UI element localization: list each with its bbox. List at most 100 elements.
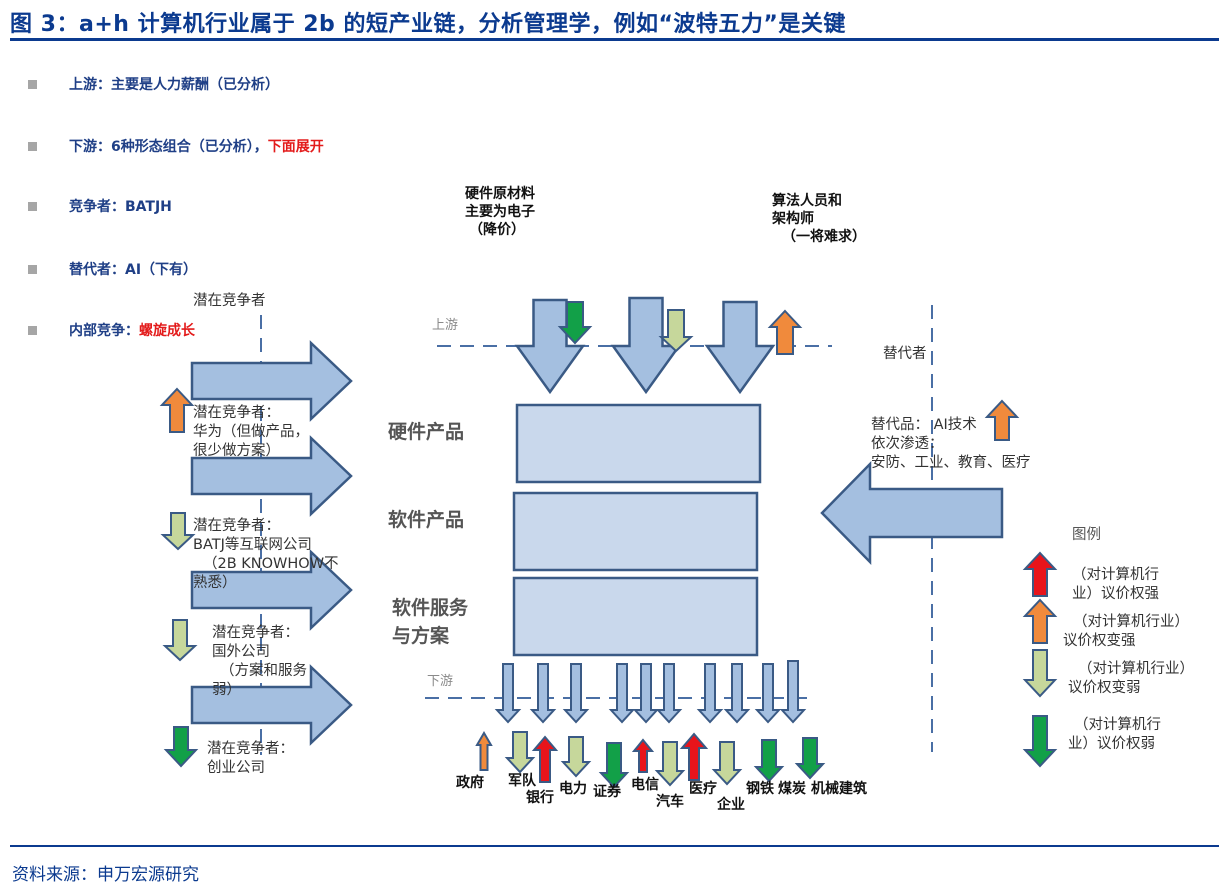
bullet-label: 替代者：AI（下有）: [69, 262, 198, 278]
customer-flow-arrow: [723, 663, 751, 724]
legend-item-weak: （对计算机行 业）议价权弱: [1068, 716, 1161, 754]
title-divider: [10, 38, 1219, 41]
legend-line: （对计算机行业）: [1078, 661, 1194, 677]
power-arrow-weak: [598, 742, 630, 789]
upstream-stage-label: 上游: [432, 318, 459, 333]
legend-line: 议价权变强: [1063, 633, 1136, 649]
bullet-label: 竞争者：BATJH: [69, 199, 172, 215]
competitor-line: 潜在竞争者：: [212, 625, 299, 641]
bullet-square-icon: [28, 201, 37, 211]
power-arrow-weak: [753, 739, 785, 783]
customer-label: 证券: [593, 784, 621, 800]
substitute-line: 依次渗透：: [871, 436, 944, 452]
competitor-line: 华为（但做产品，: [193, 424, 309, 440]
supplier-talent-label: 算法人员和 架构师 （一将难求）: [772, 192, 866, 246]
supplier-line: 算法人员和: [772, 193, 842, 209]
supplier-hardware-label: 硬件原材料 主要为电子 （降价）: [465, 185, 535, 239]
power-arrow-weak: [163, 726, 199, 768]
customer-flow-arrow: [632, 663, 660, 724]
competitor-line: BATJ等互联网公司: [193, 537, 312, 553]
layer-label-line: 与方案: [392, 625, 450, 647]
bullet-label: 下游：6种形态组合（已分析），: [69, 139, 268, 155]
customer-flow-arrow: [608, 663, 636, 724]
layer-label-hardware: 硬件产品: [388, 421, 465, 443]
substitute-ai-label: 替代品： AI技术 依次渗透： 安防、工业、教育、医疗: [871, 416, 1031, 473]
competitor-line: 潜在竞争者：: [193, 518, 280, 534]
bullet-label: 上游：主要是人力薪酬（已分析）: [69, 77, 279, 93]
bullet-competitors: 竞争者：BATJH: [28, 196, 172, 216]
bullet-square-icon: [28, 141, 37, 151]
customer-label: 电信: [631, 777, 659, 793]
supplier-flow-arrow: [704, 300, 776, 395]
customer-flow-arrow: [655, 663, 683, 724]
bullet-highlight: 下面展开: [267, 139, 324, 155]
legend-line: 业）议价权强: [1072, 586, 1159, 602]
legend-arrow-becoming_stronger: [1022, 598, 1058, 644]
substitute-threat-arrow: [820, 460, 1004, 566]
substitute-line: 替代品： AI技术: [871, 417, 977, 433]
power-arrow-becoming_weaker: [504, 731, 536, 774]
bullet-square-icon: [28, 325, 37, 335]
competitor-line: 创业公司: [207, 760, 265, 776]
customer-flow-arrow: [779, 660, 807, 724]
layer-box-services: [512, 576, 759, 657]
customer-label: 钢铁: [746, 781, 774, 797]
legend-arrow-weak: [1022, 715, 1058, 768]
layer-label-services: 软件服务 与方案: [392, 594, 468, 650]
customer-label: 政府: [456, 775, 484, 791]
customer-flow-arrow: [529, 663, 557, 724]
competitor-line: （2B KNOWHOW不: [203, 556, 339, 572]
figure-title: 图 3：a+h 计算机行业属于 2b 的短产业链，分析管理学，例如“波特五力”是…: [10, 12, 846, 37]
power-arrow-becoming_stronger: [984, 399, 1020, 441]
competitor-startups: 潜在竞争者： 创业公司: [207, 740, 294, 778]
power-arrow-becoming_weaker: [654, 741, 686, 787]
customer-label: 银行: [526, 790, 554, 806]
bullet-downstream: 下游：6种形态组合（已分析），下面展开: [28, 136, 324, 156]
legend-item-becoming-stronger: （对计算机行业） 议价权变强: [1063, 613, 1189, 651]
bullet-highlight: 螺旋成长: [139, 323, 195, 339]
customer-label: 军队: [508, 773, 536, 789]
source-divider: [10, 845, 1219, 847]
bullet-substitutes: 替代者：AI（下有）: [28, 259, 197, 279]
power-arrow-becoming_stronger: [475, 731, 493, 771]
bullet-internal-competition: 内部竞争：螺旋成长: [28, 320, 195, 340]
power-arrow-strong: [679, 732, 709, 781]
supplier-flow-arrow: [610, 296, 682, 395]
legend-line: 业）议价权弱: [1068, 736, 1155, 752]
competitor-line: 国外公司: [212, 644, 270, 660]
legend-arrow-strong: [1022, 551, 1058, 597]
layer-label-software: 软件产品: [388, 509, 465, 531]
legend-item-becoming-weaker: （对计算机行业） 议价权变弱: [1068, 660, 1194, 698]
competitor-line: 很少做方案）: [193, 443, 280, 459]
power-arrow-becoming_stronger: [159, 387, 195, 433]
power-arrow-becoming_weaker: [711, 741, 743, 786]
customer-label: 电力: [559, 781, 587, 797]
supplier-line: 主要为电子: [465, 204, 535, 220]
power-arrow-becoming_weaker: [162, 619, 198, 662]
source-note: 资料来源：申万宏源研究: [12, 865, 199, 885]
competitor-entry-arrow: [190, 549, 353, 631]
bullet-square-icon: [28, 79, 37, 89]
layer-box-hardware: [515, 403, 762, 484]
competitor-entry-arrow: [190, 435, 353, 517]
competitor-foreign: 潜在竞争者： 国外公司 （方案和服务 弱）: [212, 624, 307, 700]
legend-line: （对计算机行: [1074, 717, 1161, 733]
power-arrow-becoming_weaker: [560, 736, 592, 778]
power-arrow-weak: [794, 737, 826, 780]
supplier-line: 硬件原材料: [465, 186, 535, 202]
customer-label: 企业: [717, 797, 745, 813]
layer-box-software: [512, 491, 759, 572]
power-arrow-becoming_weaker: [658, 309, 694, 353]
customer-label: 机械建筑: [811, 781, 867, 797]
competitor-line: （方案和服务: [220, 663, 307, 679]
supplier-line: （降价）: [469, 222, 525, 238]
bullet-label: 内部竞争：: [69, 323, 139, 339]
bullet-upstream: 上游：主要是人力薪酬（已分析）: [28, 74, 279, 94]
legend-line: （对计算机行: [1072, 567, 1159, 583]
legend-line: 议价权变弱: [1068, 680, 1141, 696]
power-arrow-weak: [557, 301, 593, 345]
downstream-stage-label: 下游: [427, 674, 454, 689]
legend-line: （对计算机行业）: [1073, 614, 1189, 630]
customer-flow-arrow: [696, 663, 724, 724]
